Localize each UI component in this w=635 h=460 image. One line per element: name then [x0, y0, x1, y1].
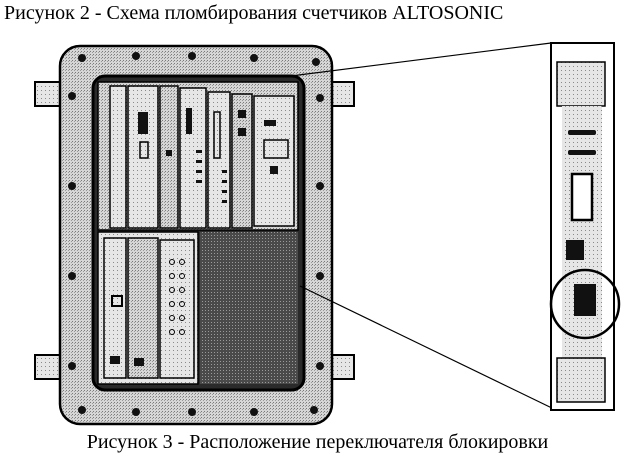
leader-line-top [282, 42, 552, 78]
blocking-switch-highlight-circle [549, 268, 621, 340]
lower-terminal-area [97, 231, 199, 385]
leader-line-bottom [299, 285, 557, 411]
lower-dark-area [200, 232, 298, 384]
flange-bolts [68, 52, 324, 416]
upper-module-rack [97, 81, 299, 231]
figure-2-caption: Рисунок 2 - Схема пломбирования счетчико… [4, 2, 504, 24]
blocking-switch [574, 284, 596, 316]
module-detail-view [549, 42, 621, 411]
figure-3-caption: Рисунок 3 - Расположение переключателя б… [86, 431, 549, 453]
